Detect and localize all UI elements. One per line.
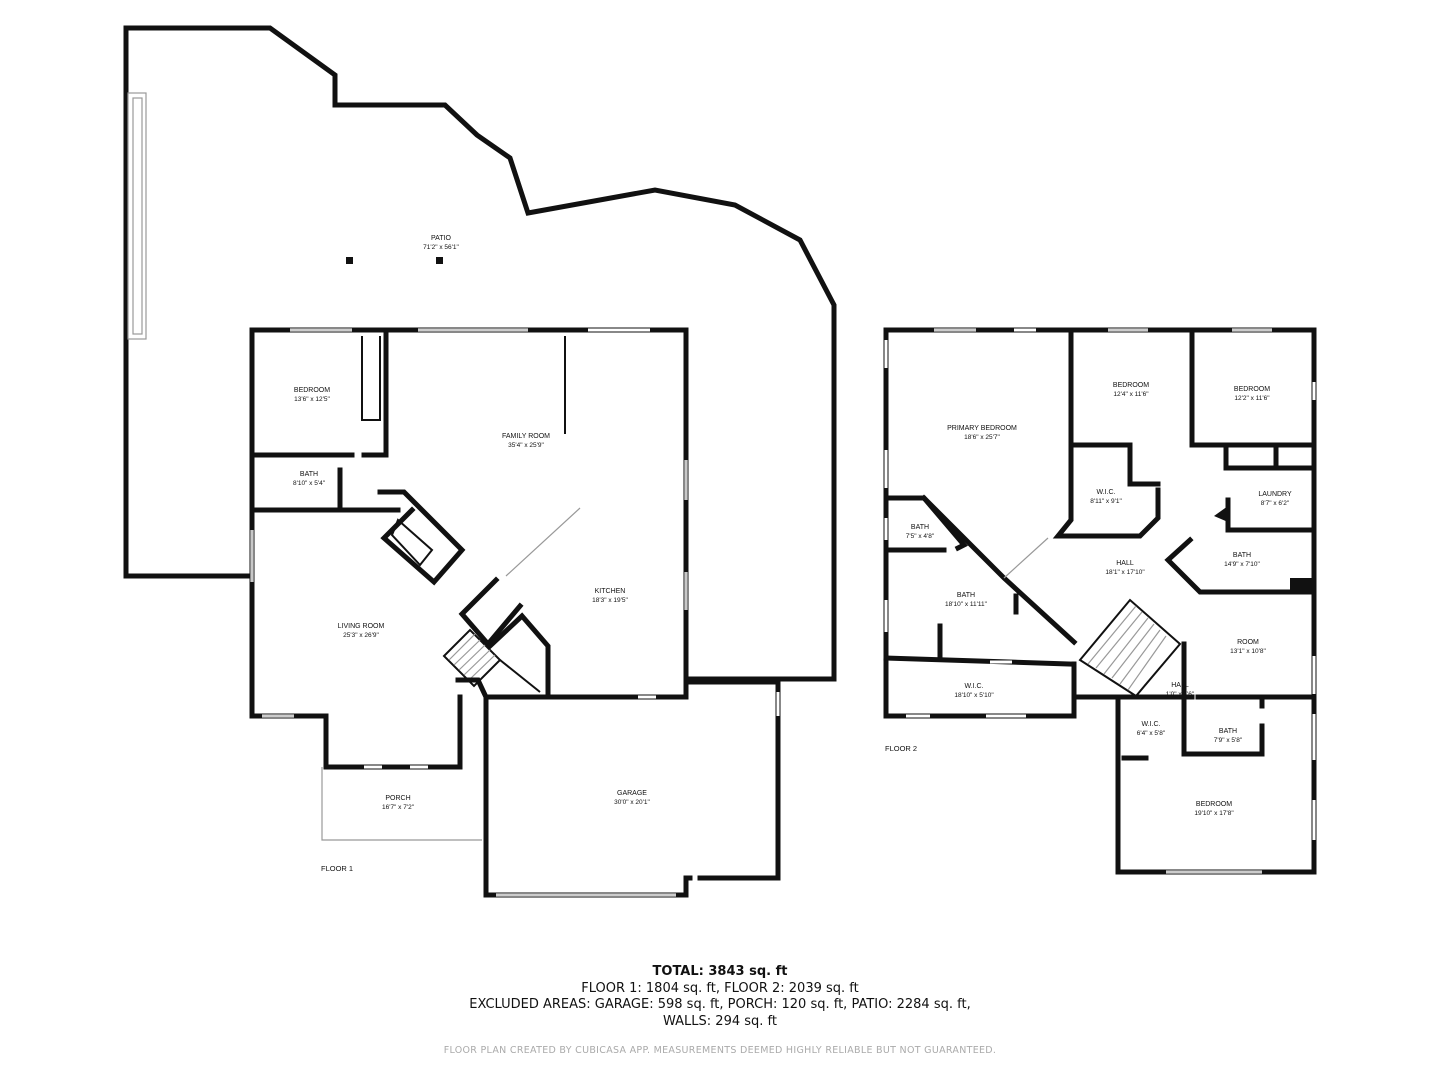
- room-name: HALL: [1116, 560, 1134, 567]
- interior-wall: [455, 677, 490, 701]
- interior-wall: [1181, 694, 1265, 757]
- interior-wall: [1164, 536, 1317, 595]
- area-summary: TOTAL: 3843 sq. ft FLOOR 1: 1804 sq. ft,…: [0, 964, 1440, 1030]
- room-dimension: 18'6" x 25'7": [964, 434, 1000, 441]
- room-dimension: 71'2" x 56'1": [423, 244, 459, 251]
- room-name: FAMILY ROOM: [502, 433, 550, 440]
- room-name: PORCH: [385, 795, 410, 802]
- room-name: BEDROOM: [1234, 386, 1270, 393]
- walls-area: WALLS: 294 sq. ft: [663, 1013, 777, 1029]
- room-name: BATH: [957, 592, 975, 599]
- room-name: HALL: [1171, 682, 1189, 689]
- room-name: BATH: [300, 471, 318, 478]
- garage-wall: [483, 694, 693, 898]
- room-dimension: 25'3" x 26'9": [343, 632, 379, 639]
- fireplace-box: [390, 518, 434, 567]
- room-name: KITCHEN: [595, 588, 626, 595]
- room-dimension: 12'2" x 11'6": [1234, 395, 1270, 402]
- room-name: LIVING ROOM: [338, 623, 385, 630]
- room-name: BEDROOM: [294, 387, 330, 394]
- garage-wall: [683, 679, 781, 881]
- room-name: GARAGE: [617, 790, 647, 797]
- room-dimension: 1'0" x 7'6": [1166, 691, 1195, 698]
- kitchen-counter-edge: [505, 507, 581, 577]
- interior-wall: [361, 327, 389, 458]
- room-dimension: 18'1" x 17'10": [1105, 569, 1145, 576]
- room-dimension: 19'10" x 17'8": [1194, 810, 1234, 817]
- room-name: W.I.C.: [1141, 721, 1160, 728]
- room-name: PATIO: [431, 235, 452, 242]
- room-dimension: 7'9" x 5'8": [1214, 737, 1243, 744]
- interior-wall: [1223, 442, 1279, 471]
- room-dimension: 8'11" x 9'1": [1090, 498, 1122, 505]
- fireplace-hearth: [377, 489, 466, 586]
- room-name: BATH: [1219, 728, 1237, 735]
- room-dimension: 8'7" x 6'2": [1261, 500, 1290, 507]
- door-opening: [1003, 537, 1049, 579]
- room-dimension: 13'1" x 10'8": [1230, 648, 1266, 655]
- room-name: LAUNDRY: [1258, 491, 1292, 498]
- patio-rail-inner: [132, 97, 143, 335]
- room-dimension: 14'9" x 7'10": [1224, 561, 1260, 568]
- closet-wall: [361, 336, 381, 421]
- room-labels: PATIO 71'2" x 56'1" BEDROOM 13'6" x 12'5…: [293, 235, 1292, 873]
- room-dimension: 30'0" x 20'1": [614, 799, 650, 806]
- room-name: W.I.C.: [1096, 489, 1115, 496]
- interior-wall: [1052, 327, 1161, 539]
- room-name: BEDROOM: [1113, 382, 1149, 389]
- floor-areas: FLOOR 1: 1804 sq. ft, FLOOR 2: 2039 sq. …: [581, 980, 859, 996]
- room-dimension: 8'10" x 5'4": [293, 480, 326, 487]
- patio-post: [346, 257, 353, 264]
- fixture: [1290, 578, 1312, 592]
- room-dimension: 12'4" x 11'6": [1113, 391, 1149, 398]
- door-swing: [1214, 506, 1228, 522]
- interior-wall: [883, 655, 1073, 667]
- room-dimension: 16'7" x 7'2": [382, 804, 415, 811]
- room-dimension: 6'4" x 5'8": [1137, 730, 1166, 737]
- floor-1-plan: [123, 25, 837, 898]
- floor-2-label: FLOOR 2: [885, 744, 917, 753]
- room-dimension: 13'6" x 12'5": [294, 396, 330, 403]
- total-area: TOTAL: 3843 sq. ft: [652, 964, 788, 979]
- patio-rail: [127, 92, 147, 340]
- excluded-areas: EXCLUDED AREAS: GARAGE: 598 sq. ft, PORC…: [469, 997, 971, 1012]
- interior-wall: [1068, 442, 1161, 487]
- interior-wall: [486, 612, 551, 700]
- interior-wall: [920, 494, 1078, 646]
- interior-wall: [458, 576, 524, 648]
- stairs: [1078, 598, 1182, 698]
- room-dimension: 7'5" x 4'8": [906, 533, 935, 540]
- house-exterior-wall: [249, 327, 689, 700]
- floor-2-plan: [883, 327, 1317, 875]
- room-name: BATH: [1233, 552, 1251, 559]
- disclaimer-credit: FLOOR PLAN CREATED BY CUBICASA APP. MEAS…: [443, 1045, 997, 1056]
- room-name: PRIMARY BEDROOM: [947, 425, 1017, 432]
- room-name: BATH: [911, 524, 929, 531]
- stairs: [442, 628, 541, 693]
- room-name: W.I.C.: [964, 683, 983, 690]
- room-name: ROOM: [1237, 639, 1259, 646]
- floor-1-label: FLOOR 1: [321, 864, 353, 873]
- interior-wall: [1181, 641, 1195, 700]
- room-dimension: 18'3" x 19'5": [592, 597, 628, 604]
- room-dimension: 35'4" x 25'9": [508, 442, 544, 449]
- room-dimension: 18'10" x 5'10": [954, 692, 994, 699]
- patio-outline: [123, 25, 837, 682]
- room-dimension: 18'10" x 11'11": [945, 601, 988, 608]
- patio-post: [436, 257, 443, 264]
- porch-outline: [321, 767, 482, 841]
- room-name: BEDROOM: [1196, 801, 1232, 808]
